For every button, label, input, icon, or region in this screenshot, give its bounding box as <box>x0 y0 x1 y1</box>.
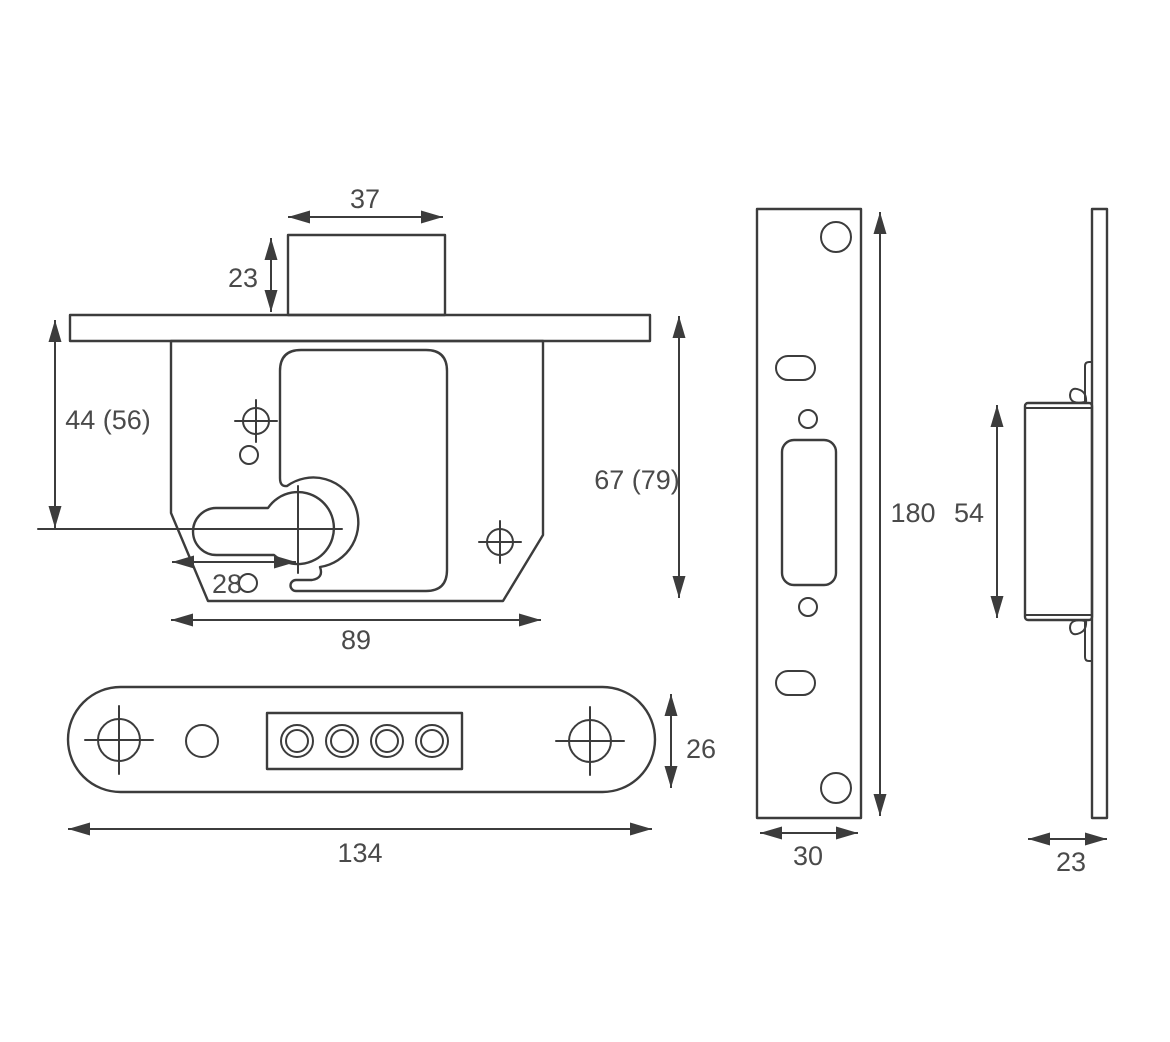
bolt-pin-3-outer <box>370 724 404 758</box>
dim-label-forend-width: 26 <box>686 734 716 764</box>
bolt-pin-1-outer <box>280 724 314 758</box>
mounting-tab-bottom <box>1084 619 1093 662</box>
case-body-outline <box>169 339 545 603</box>
strike-fixing-hole-top <box>798 409 818 429</box>
bolt-pin-2-inner <box>330 729 354 753</box>
view-side-profile: 54 23 <box>954 207 1109 877</box>
dim-label-centre-offset: 28 <box>212 569 242 599</box>
dim-label-strike-width: 30 <box>793 841 823 871</box>
forend-fixing-hole <box>185 724 219 758</box>
deadbolt-outline <box>286 233 447 317</box>
fixing-hole-top <box>239 445 259 465</box>
view-lock-case-front: 37 23 44 (56) 67 (79) 28 89 <box>37 184 686 655</box>
bolt-aperture-outline <box>265 711 464 771</box>
dim-label-bolt-width: 37 <box>350 184 380 214</box>
dim-label-side-case-height: 54 <box>954 498 984 528</box>
dim-label-bolt-height: 23 <box>228 263 258 293</box>
strike-slot-top <box>775 355 816 381</box>
oval-cylinder-cutout <box>191 490 336 566</box>
dim-label-case-depth: 89 <box>341 625 371 655</box>
dim-label-case-height: 67 (79) <box>594 465 680 495</box>
strike-keep-aperture <box>780 438 838 587</box>
mounting-tab-bottom-curl <box>1069 619 1088 636</box>
mounting-tab-top-curl <box>1069 387 1088 404</box>
dim-label-side-depth: 23 <box>1056 847 1086 877</box>
view-strike-plate: 180 30 <box>755 207 936 871</box>
dim-label-top-to-centre: 44 (56) <box>65 405 151 435</box>
fixing-hole-bottom <box>238 573 258 593</box>
bolt-pin-4-outer <box>415 724 449 758</box>
strike-fixing-hole-bottom <box>798 597 818 617</box>
dim-label-forend-length: 134 <box>337 838 382 868</box>
strike-slot-bottom <box>775 670 816 696</box>
strike-screw-hole-bottom <box>820 772 852 804</box>
bolt-pin-1-inner <box>285 729 309 753</box>
mounting-tab-top <box>1084 361 1093 404</box>
dim-label-strike-length: 180 <box>890 498 935 528</box>
forend-plate-outline <box>66 685 657 794</box>
side-forend-edge-outline <box>1090 207 1109 820</box>
bolt-pin-4-inner <box>420 729 444 753</box>
case-cover-plate-outline <box>278 348 449 593</box>
side-case-body-outline <box>1023 401 1094 622</box>
strike-plate-outline <box>755 207 863 820</box>
view-forend-plate: 26 134 <box>66 685 716 868</box>
bolt-pin-2-outer <box>325 724 359 758</box>
forend-edge-outline <box>68 313 652 343</box>
strike-screw-hole-top <box>820 221 852 253</box>
bolt-pin-3-inner <box>375 729 399 753</box>
